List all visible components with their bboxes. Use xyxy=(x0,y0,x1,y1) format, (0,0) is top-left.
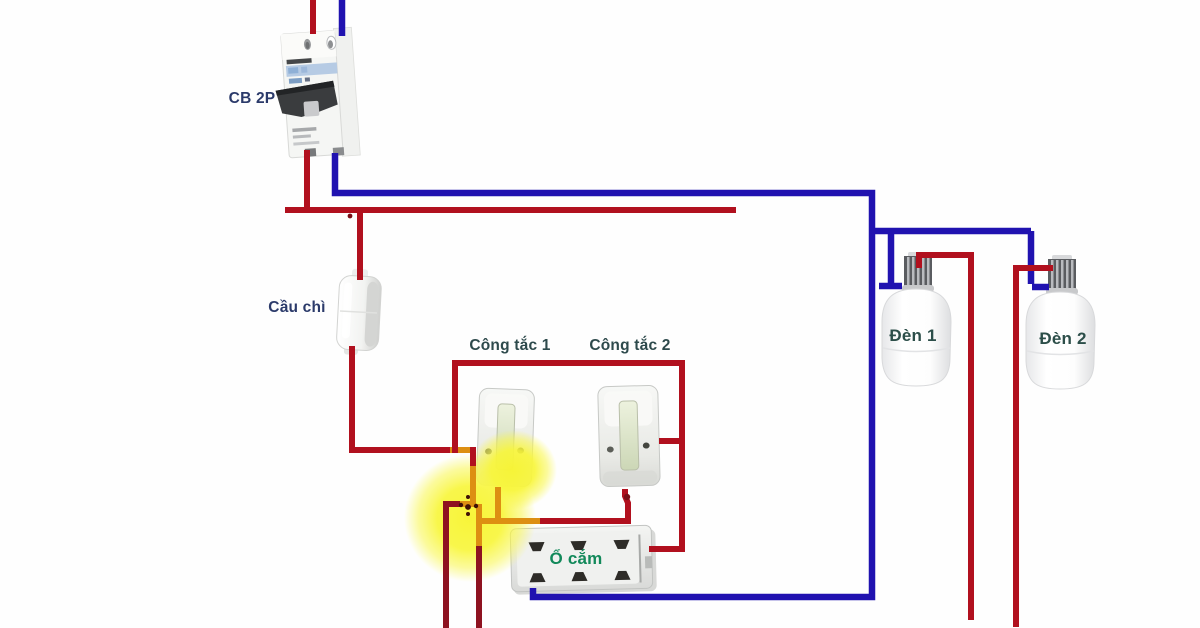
switch2-bottom-shade xyxy=(603,470,658,485)
breaker-brand-strip xyxy=(286,58,312,65)
lamp1-base-ribs xyxy=(907,257,930,287)
fuse-label: Cầu chì xyxy=(268,299,325,316)
lamp-1 xyxy=(881,252,952,387)
switch1-label: Công tắc 1 xyxy=(469,336,550,354)
socket-pin-holes xyxy=(528,539,631,583)
socket-hole xyxy=(614,570,631,581)
breaker-print-line xyxy=(292,134,311,139)
breaker-toggle-tab xyxy=(303,100,320,117)
lamp-2 xyxy=(1025,255,1096,390)
socket-latch xyxy=(644,556,653,569)
switch2-screw-left xyxy=(606,446,614,453)
socket-hole xyxy=(571,571,588,582)
fuse-seam xyxy=(339,310,378,314)
lamp1-label: Đèn 1 xyxy=(889,326,936,345)
switch2-rocker xyxy=(618,400,640,471)
socket-hole xyxy=(529,573,546,583)
wire-neutral-main-loop xyxy=(331,153,876,601)
lamp2-bulb-body xyxy=(1025,291,1096,390)
breaker-band-mark xyxy=(301,66,308,73)
breaker-print-line xyxy=(293,140,320,146)
breaker-small-mark xyxy=(304,77,311,82)
lamp1-bulb-body xyxy=(881,288,952,387)
breaker-print-line xyxy=(292,126,317,133)
junction-highlight-glow xyxy=(404,430,557,582)
switch2-output-terminal-dot xyxy=(623,493,631,501)
circuit-breaker-cb2p xyxy=(275,26,361,159)
socket-label: Ổ cắm xyxy=(550,549,603,568)
breaker-small-mark xyxy=(288,77,303,84)
socket-divider xyxy=(638,534,642,583)
switch2-screw-right xyxy=(642,442,650,449)
lamp1-seam xyxy=(882,347,951,353)
lamp2-label: Đèn 2 xyxy=(1039,329,1086,348)
socket-hole xyxy=(528,541,545,552)
breaker-toggle-edge xyxy=(275,80,335,96)
live-wires xyxy=(285,0,1053,628)
switch2-label: Công tắc 2 xyxy=(589,336,670,354)
wire-junction-dot-bus xyxy=(347,213,353,219)
socket-outlet xyxy=(509,524,657,595)
lamp2-seam xyxy=(1026,350,1095,356)
fuse-holder xyxy=(336,268,382,355)
breaker-mount-hole-right-inner xyxy=(327,40,334,49)
fuse-highlight xyxy=(341,282,353,339)
junction-connection-dots xyxy=(458,495,479,516)
breaker-mount-hole-left-inner xyxy=(305,41,310,49)
switch-2 xyxy=(597,384,661,488)
lamp2-base-ribs xyxy=(1051,260,1074,290)
breaker-rating-band xyxy=(285,62,338,77)
fuse-shadow xyxy=(364,281,379,347)
breaker-band-mark xyxy=(288,67,299,74)
breaker-label: CB 2P xyxy=(229,90,276,107)
neutral-wires xyxy=(331,0,1049,601)
socket-hole xyxy=(613,539,630,550)
socket-face xyxy=(516,530,640,587)
socket-hole xyxy=(570,540,587,551)
glow-upper-lobe xyxy=(469,430,557,510)
wire-live-switch2-output xyxy=(622,489,631,520)
